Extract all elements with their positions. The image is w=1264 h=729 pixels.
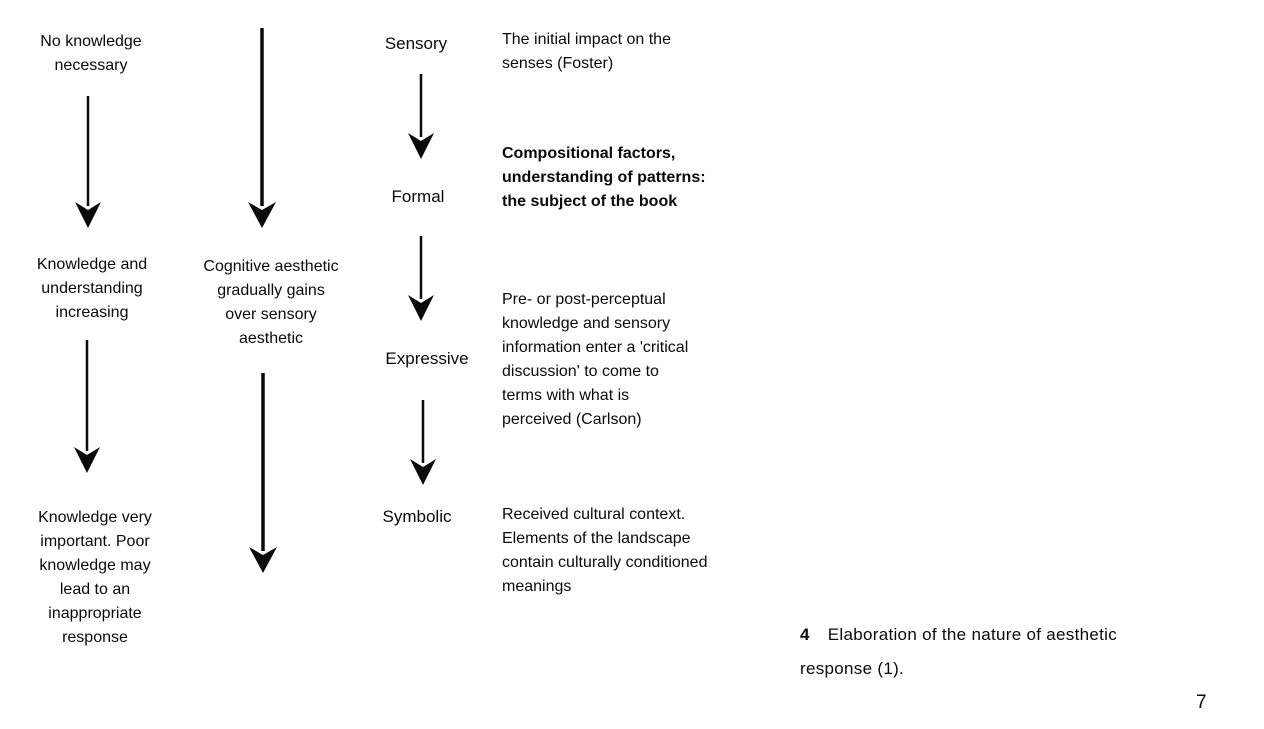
stage-description-sensory: The initial impact on the senses (Foster… xyxy=(502,31,671,72)
down-arrow-icon xyxy=(75,96,101,228)
down-arrow-icon xyxy=(248,28,276,228)
figure-caption-text: Elaboration of the nature of aesthetic r… xyxy=(800,625,1118,678)
cognitive-aesthetic-note: Cognitive aesthetic gradually gains over… xyxy=(203,258,339,347)
stage-label-formal: Formal xyxy=(391,187,445,206)
stage-label-sensory: Sensory xyxy=(384,34,448,53)
knowledge-note-middle: Knowledge and understanding increasing xyxy=(36,256,148,321)
down-arrow-icon xyxy=(74,340,100,473)
page-number: 7 xyxy=(1196,692,1207,713)
stage-label-expressive: Expressive xyxy=(385,349,469,368)
down-arrow-icon xyxy=(249,373,277,573)
stage-description-symbolic: Received cultural context. Elements of t… xyxy=(502,506,708,595)
down-arrow-icon xyxy=(410,400,436,485)
stage-description-formal: Compositional factors, understanding of … xyxy=(502,145,706,210)
knowledge-note-top: No knowledge necessary xyxy=(40,33,142,74)
figure-number: 4 xyxy=(800,625,810,644)
stage-label-symbolic: Symbolic xyxy=(382,507,452,526)
stage-description-expressive: Pre- or post-perceptual knowledge and se… xyxy=(502,291,689,428)
down-arrow-icon xyxy=(408,74,434,159)
down-arrow-icon xyxy=(408,236,434,321)
knowledge-note-bottom: Knowledge very important. Poor knowledge… xyxy=(38,509,152,646)
